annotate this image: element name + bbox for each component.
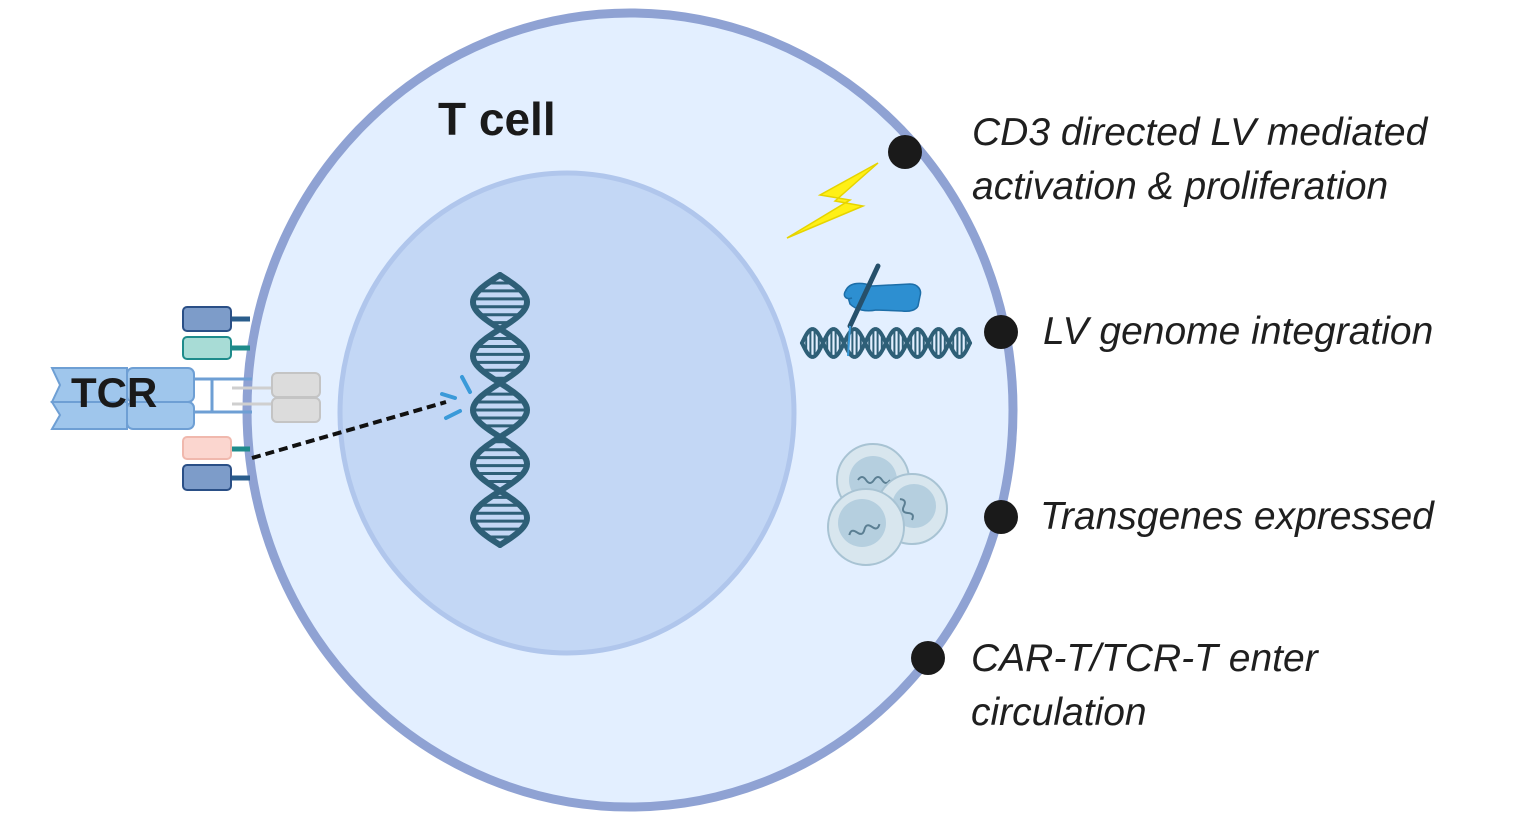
step-3-line-1: Transgenes expressed — [1040, 495, 1434, 538]
tcr-complex-icon — [50, 306, 321, 491]
step-4-label: CAR-T/TCR-T enter circulation — [971, 632, 1318, 740]
step-2-label: LV genome integration — [1043, 305, 1433, 359]
lightning-icon — [786, 162, 879, 239]
step-4-line-1: CAR-T/TCR-T enter — [971, 637, 1318, 680]
step-marker — [984, 500, 1018, 534]
step-1-line-2: activation & proliferation — [972, 165, 1389, 208]
step-2-line-1: LV genome integration — [1043, 310, 1434, 353]
dna-helix-icon — [469, 272, 531, 548]
step-marker — [911, 641, 945, 675]
step-marker — [984, 315, 1018, 349]
step-marker — [888, 135, 922, 169]
signal-dashed-line — [251, 400, 447, 460]
nucleus — [337, 170, 797, 656]
step-3-label: Transgenes expressed — [1040, 490, 1434, 544]
dna-editing-icon — [800, 263, 972, 359]
step-1-label: CD3 directed LV mediated activation & pr… — [972, 106, 1427, 214]
tcr-label: TCR — [71, 369, 158, 416]
cell-title: T cell — [438, 93, 556, 145]
step-4-line-2: circulation — [971, 691, 1147, 734]
cut-marks-icon — [440, 375, 472, 420]
step-1-line-1: CD3 directed LV mediated — [972, 111, 1428, 154]
cell-cluster-icon — [827, 443, 948, 566]
